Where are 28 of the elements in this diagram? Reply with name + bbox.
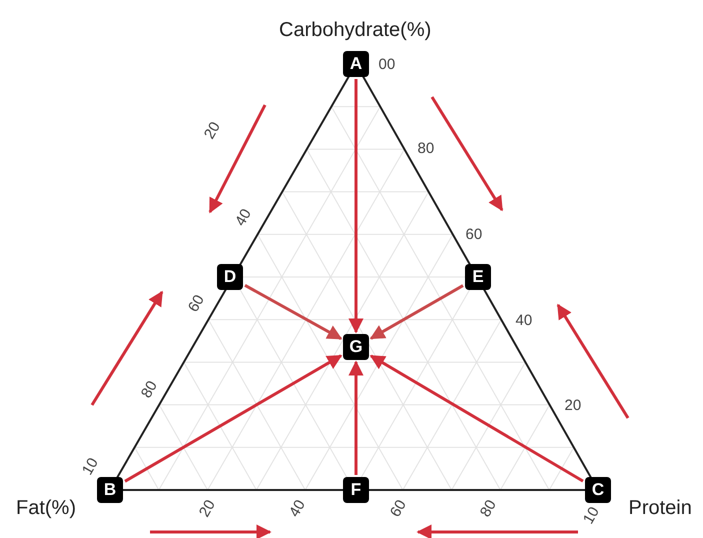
tick-label: 00 [378, 56, 396, 72]
tick-label: 40 [232, 206, 254, 228]
arrow [244, 284, 342, 340]
tick-label: 20 [196, 497, 218, 519]
tick-label: 10 [580, 504, 602, 526]
tick-label: 80 [477, 497, 498, 519]
tick-label: 60 [387, 497, 408, 519]
tick-label: 10 [79, 455, 100, 477]
tick-label: 80 [418, 140, 434, 156]
vertex-marker: D [217, 264, 243, 290]
axis-title: Protein [628, 498, 692, 518]
vertex-marker: C [585, 477, 611, 503]
arrow [348, 360, 364, 475]
tick-label: 20 [564, 398, 582, 412]
vertex-marker: G [343, 334, 369, 360]
tick-label: 40 [286, 497, 308, 519]
vertex-marker: B [97, 477, 123, 503]
vertex-marker: A [343, 51, 369, 77]
vertex-marker: E [465, 264, 491, 290]
tick-label: 20 [201, 119, 222, 141]
axis-title: Carbohydrate(%) [279, 20, 432, 40]
tick-label: 60 [466, 226, 482, 242]
arrow [370, 284, 464, 340]
vertex-marker: F [343, 477, 369, 503]
axis-title: Fat(%) [16, 498, 76, 518]
tick-label: 40 [516, 312, 532, 328]
tick-label: 80 [138, 378, 160, 400]
tick-label: 60 [185, 292, 206, 314]
